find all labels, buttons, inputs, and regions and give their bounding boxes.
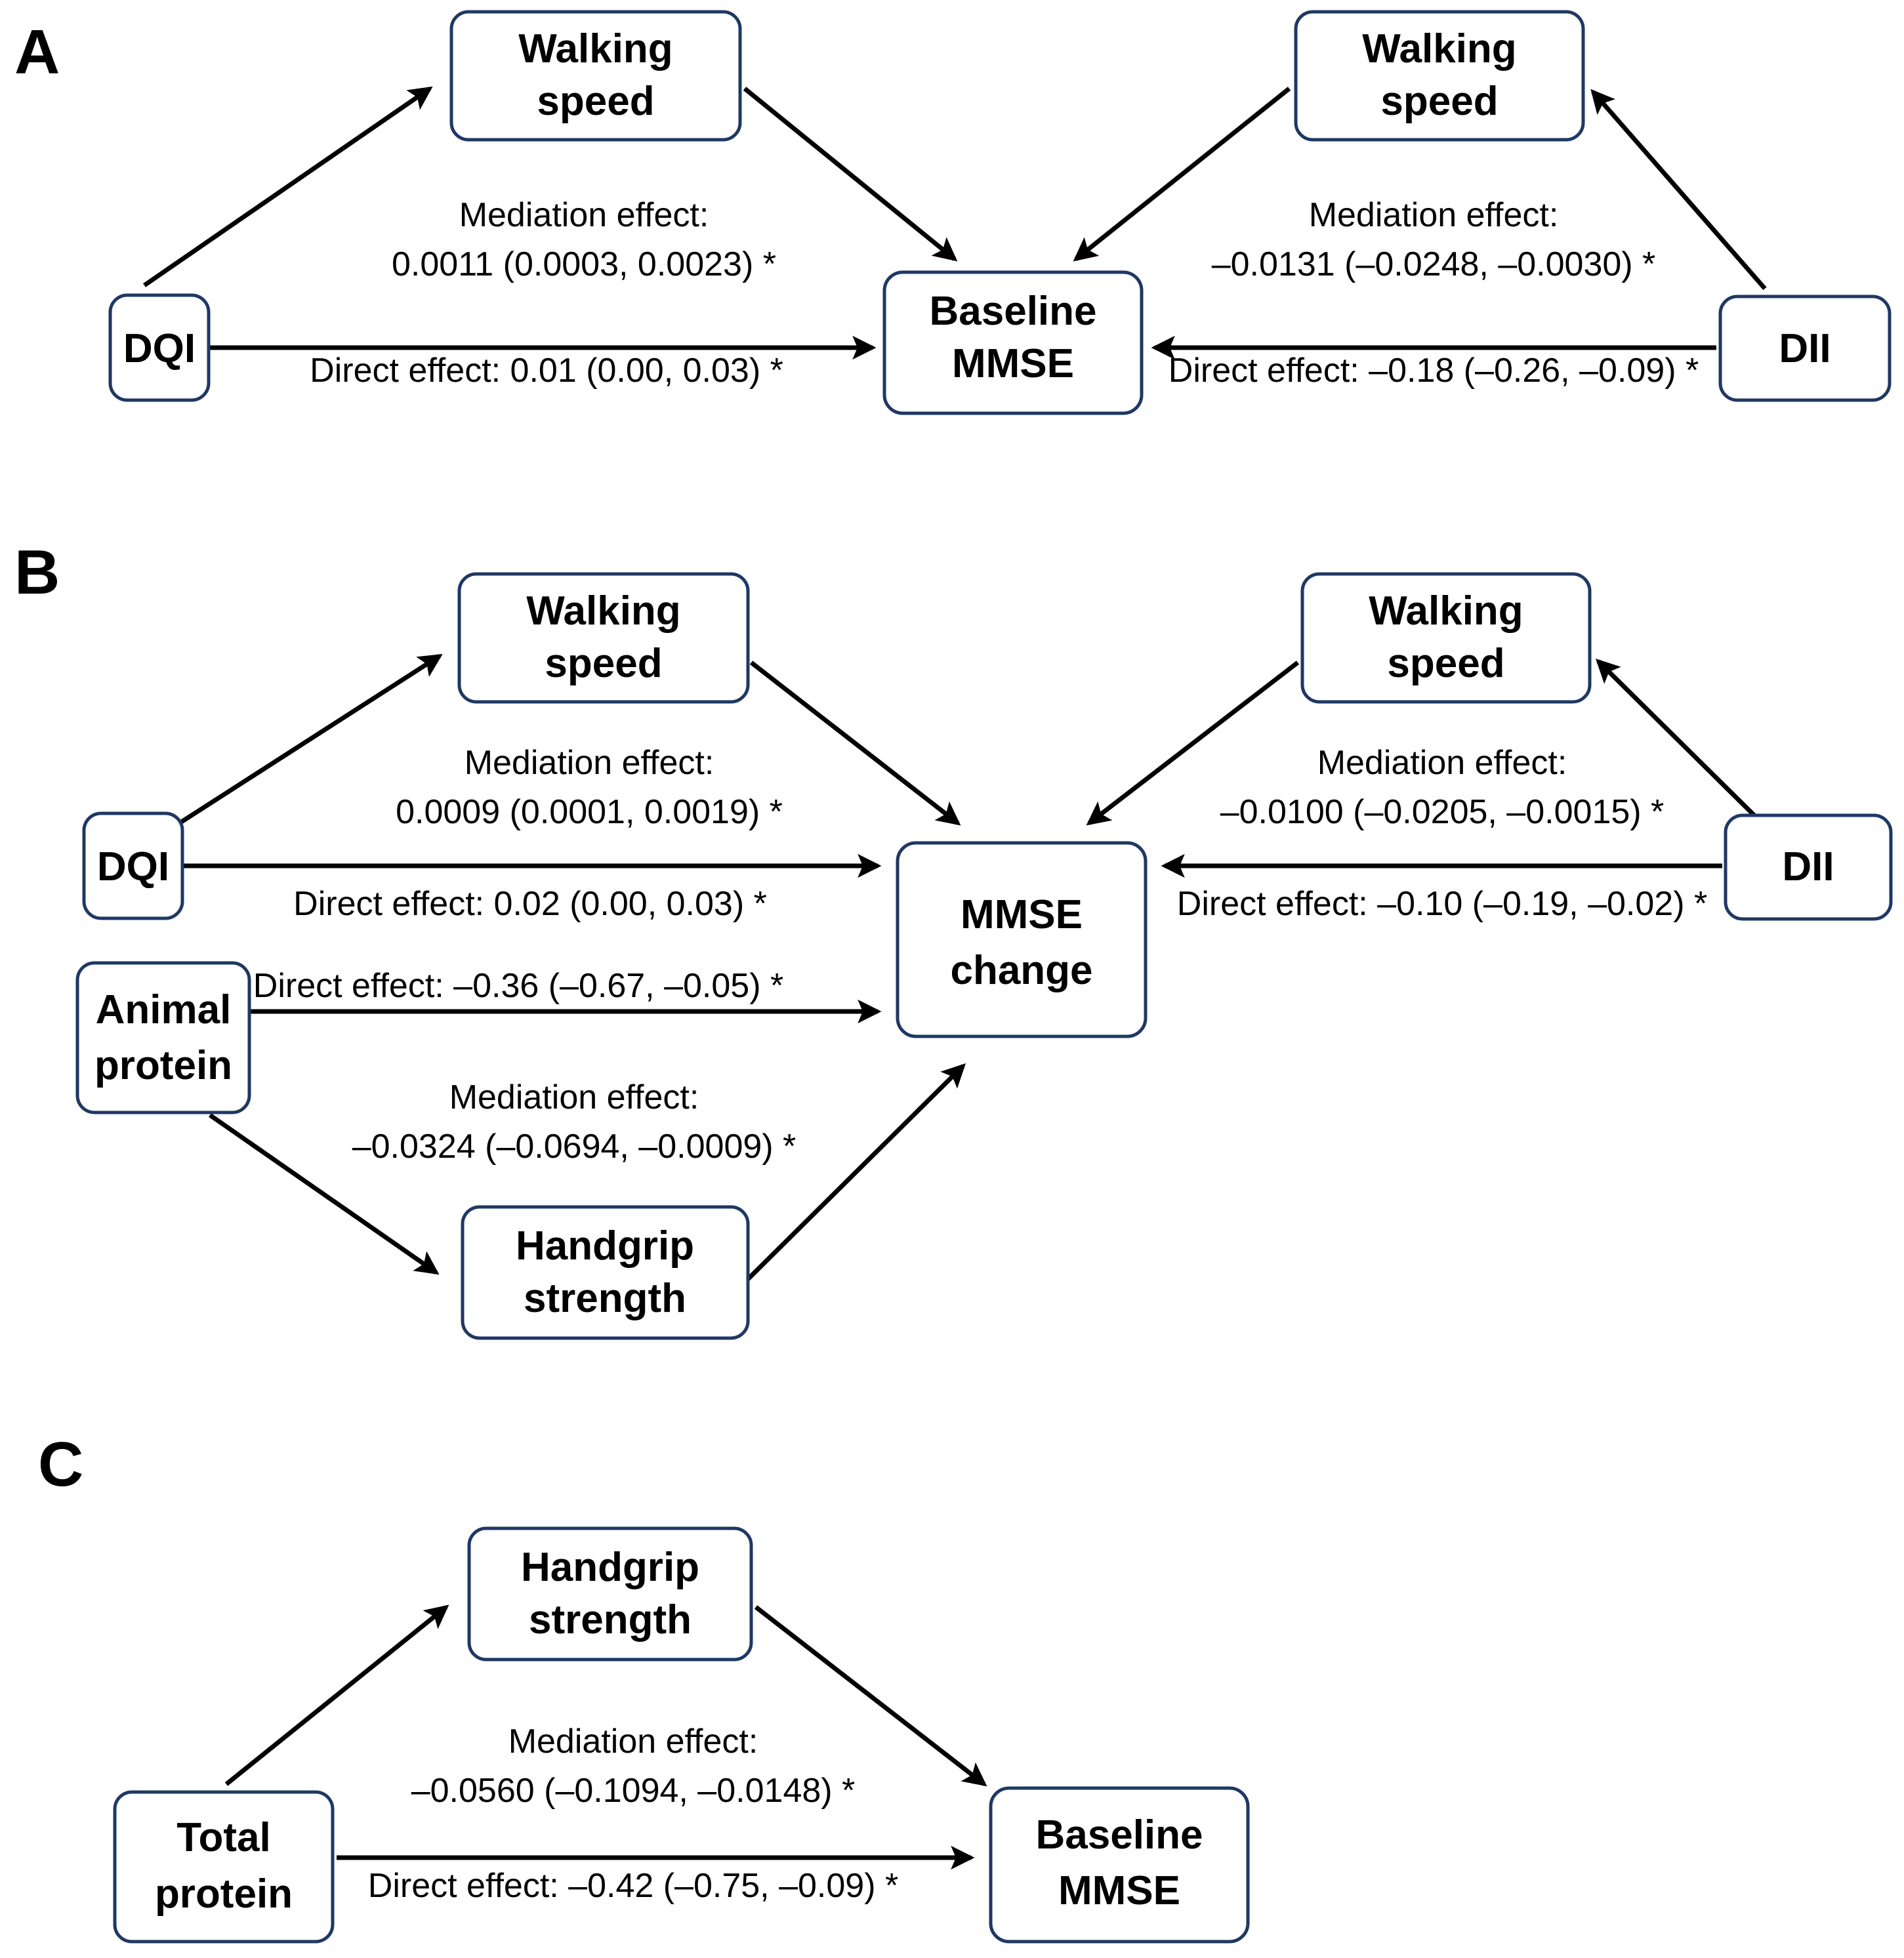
label-b-left-mediation-line1: Mediation effect: (465, 744, 714, 782)
arrow-a-dii-to-walking-speed (1590, 89, 1767, 291)
node-label-line2: speed (1387, 641, 1504, 686)
label-c-direct: Direct effect: –0.42 (–0.75, –0.09) * (368, 1867, 898, 1905)
node-box-rect (108, 293, 211, 402)
arrow-b-walking-speed-to-mmse-change (749, 661, 961, 826)
label-a-right-direct: Direct effect: –0.18 (–0.26, –0.09) * (1169, 352, 1699, 390)
label-b-lower-direct: Direct effect: –0.36 (–0.67, –0.05) * (253, 967, 783, 1005)
label-a-right-mediation-line1: Mediation effect: (1309, 196, 1559, 234)
node-label-line1: Total (176, 1815, 271, 1860)
label-b-right-mediation-line1: Mediation effect: (1317, 744, 1567, 782)
node-label-line2: protein (94, 1043, 232, 1088)
arrow-b-dii-to-walking-speed (1596, 659, 1771, 832)
node-box-rect (896, 841, 1148, 1038)
arrow-a-walking-speed-to-baseline-mmse (743, 87, 958, 262)
node-b-animal-protein: Animal protein (75, 961, 251, 1114)
node-a-baseline-mmse: Baseline MMSE (882, 270, 1144, 415)
label-b-right-mediation-line2: –0.0100 (–0.0205, –0.0015) * (1220, 793, 1665, 831)
label-c-mediation-line2: –0.0560 (–0.1094, –0.0148) * (411, 1772, 856, 1810)
node-label-line2: strength (524, 1276, 686, 1321)
label-a-left-mediation-line1: Mediation effect: (459, 196, 709, 234)
label-b-left-direct: Direct effect: 0.02 (0.00, 0.03) * (293, 885, 767, 923)
node-box-rect (1300, 572, 1592, 704)
node-label-line1: Walking (1369, 588, 1523, 634)
node-label-line1: Handgrip (521, 1545, 699, 1590)
node-box-rect (989, 1786, 1250, 1944)
node-label-line1: Baseline (1035, 1812, 1203, 1858)
node-box-rect (467, 1526, 753, 1662)
node-b-mmse-change: MMSE change (896, 841, 1148, 1038)
label-c-mediation-line1: Mediation effect: (508, 1723, 758, 1761)
label-a-right-mediation-line2: –0.0131 (–0.0248, –0.0030) * (1212, 245, 1656, 283)
node-box-rect (449, 10, 742, 142)
arrow-b-dqi-to-walking-speed (163, 653, 443, 835)
node-label-line2: speed (1380, 79, 1498, 124)
node-label-line1: Walking (526, 588, 680, 634)
node-label-line1: Walking (1362, 26, 1516, 71)
node-box-rect (1294, 10, 1585, 142)
node-label-line2: speed (537, 79, 654, 124)
node-b-dqi: DQI (82, 811, 184, 920)
node-box-rect (457, 572, 750, 704)
node-label-line1: Handgrip (516, 1223, 694, 1269)
node-label-line1: Walking (518, 26, 673, 71)
node-box-rect (75, 961, 251, 1114)
arrow-b-animal-protein-to-handgrip-strength (209, 1113, 440, 1275)
node-b-walking-speed-right: Walking speed (1300, 572, 1592, 704)
node-label-line2: change (950, 948, 1092, 993)
node-label-line1: MMSE (961, 892, 1083, 937)
arrow-a-right-walking-speed-to-baseline-mmse (1073, 87, 1291, 262)
node-a-walking-speed-right: Walking speed (1294, 10, 1585, 142)
node-b-handgrip-strength: Handgrip strength (461, 1205, 750, 1340)
node-b-walking-speed-left: Walking speed (457, 572, 750, 704)
node-box-rect (1718, 295, 1892, 402)
node-label-line1: DQI (123, 326, 196, 371)
node-box-rect (82, 811, 184, 920)
label-a-left-mediation-line2: 0.0011 (0.0003, 0.0023) * (392, 245, 776, 283)
node-label-line1: Baseline (929, 289, 1096, 334)
panel-letter-c: C (38, 1429, 83, 1499)
node-c-baseline-mmse: Baseline MMSE (989, 1786, 1250, 1944)
arrow-c-handgrip-strength-to-baseline-mmse (754, 1605, 987, 1787)
label-b-lower-mediation-line2: –0.0324 (–0.0694, –0.0009) * (352, 1128, 797, 1166)
node-label-line2: strength (529, 1597, 692, 1642)
panel-letter-a: A (14, 17, 60, 87)
node-label-line2: protein (155, 1871, 293, 1917)
node-label-line1: DII (1779, 326, 1831, 371)
node-label-line2: speed (545, 641, 662, 686)
node-label-line2: MMSE (1058, 1868, 1180, 1913)
node-label-line1: DII (1782, 844, 1834, 889)
node-box-rect (113, 1790, 335, 1944)
node-a-dqi: DQI (108, 293, 211, 402)
label-b-left-mediation-line2: 0.0009 (0.0001, 0.0019) * (396, 793, 783, 831)
node-box-rect (461, 1205, 750, 1340)
arrow-b-handgrip-strength-to-mmse-change (743, 1063, 966, 1284)
arrow-c-total-protein-to-handgrip-strength (224, 1604, 449, 1786)
node-label-line1: Animal (96, 987, 232, 1032)
node-label-line2: MMSE (952, 341, 1074, 386)
node-c-total-protein: Total protein (113, 1790, 335, 1944)
arrow-a-dqi-to-walking-speed (143, 86, 433, 287)
node-a-walking-speed-left: Walking speed (449, 10, 742, 142)
label-a-left-direct: Direct effect: 0.01 (0.00, 0.03) * (310, 352, 783, 390)
label-b-right-direct: Direct effect: –0.10 (–0.19, –0.02) * (1177, 885, 1707, 923)
node-box-rect (1724, 813, 1893, 921)
node-c-handgrip-strength: Handgrip strength (467, 1526, 753, 1662)
node-b-dii: DII (1724, 813, 1893, 921)
node-a-dii: DII (1718, 295, 1892, 402)
node-label-line1: DQI (97, 844, 169, 889)
node-box-rect (882, 270, 1144, 415)
panel-letter-b: B (14, 537, 60, 607)
label-b-lower-mediation-line1: Mediation effect: (449, 1078, 699, 1116)
arrow-b-right-walking-speed-to-mmse-change (1086, 661, 1300, 826)
